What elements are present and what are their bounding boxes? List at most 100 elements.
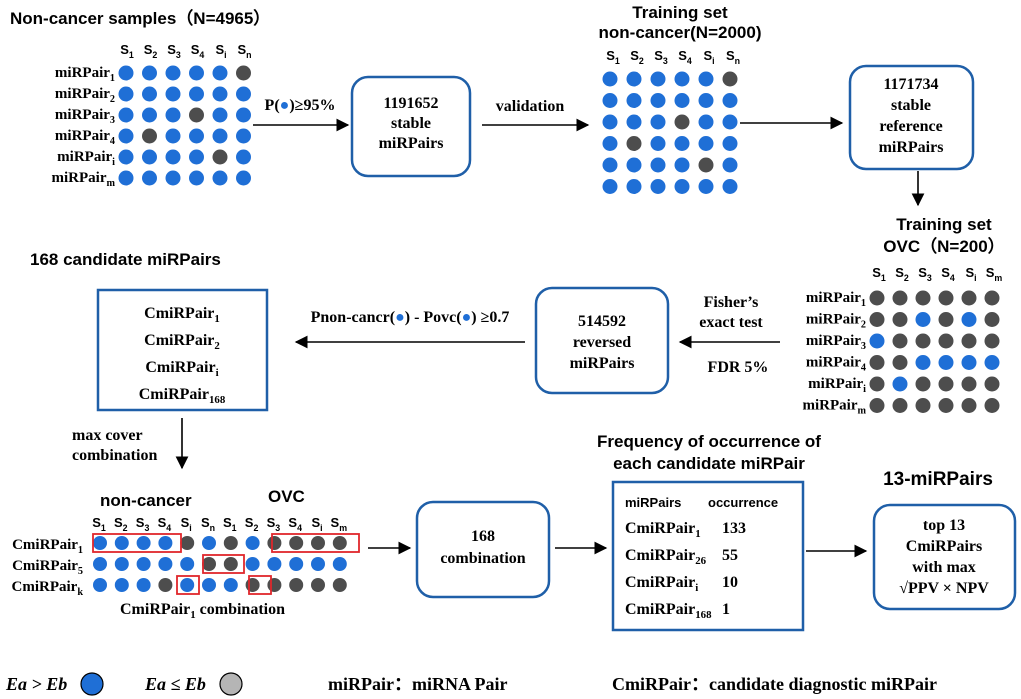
training-nc-dot-r5-c3: [650, 157, 666, 173]
combo-col-7: S1: [223, 515, 237, 533]
noncancer-col-1: S1: [120, 42, 134, 60]
training-ovc-col-5: Si: [965, 265, 976, 283]
training-nc-dot-r6-c2: [626, 179, 642, 194]
combo-dot-r3-c7: [223, 578, 238, 592]
training-nc-col-5: Si: [703, 48, 714, 66]
training-ovc-row-6: miRPairm: [803, 398, 867, 417]
freq-row-2-name: CmiRPair26: [625, 547, 707, 567]
training-nc-dot-r2-c3: [650, 93, 666, 108]
box3-line1: 514592: [578, 313, 626, 330]
noncancer-dot-r5-c1: [118, 149, 134, 165]
training-nc-dot-r3-c3: [650, 114, 666, 130]
frequency-title-line2: each candidate miRPair: [613, 454, 805, 473]
candidate-168: CmiRPair168: [139, 386, 226, 406]
noncancer-col-5: Si: [215, 42, 226, 60]
training-ovc-dot-r3-c5: [961, 333, 977, 349]
noncancer-dot-r2-c3: [165, 86, 181, 102]
noncancer-row-1: miRPair1: [55, 65, 115, 84]
combo-dot-r2-c5: [180, 557, 195, 571]
training-ovc-row-1: miRPair1: [806, 290, 866, 309]
box5-line3: with max: [912, 559, 976, 576]
legend-gray-dot: [219, 672, 243, 696]
training-nc-dot-r6-c4: [674, 179, 690, 194]
training-ovc-dot-r5-c5: [961, 376, 977, 392]
freq-row-1-value: 133: [722, 520, 746, 537]
training-ovc-dot-r3-c4: [938, 333, 954, 349]
training-nc-dot-r4-c3: [650, 136, 666, 151]
combo-dot-r1-c3: [136, 536, 151, 550]
training-ovc-dot-r3-c3: [915, 333, 931, 349]
training-nc-dot-r5-c6: [722, 157, 738, 173]
training-ovc-row-2: miRPair2: [806, 312, 866, 331]
noncancer-dot-r1-c5: [212, 65, 228, 81]
freq-row-4-value: 1: [722, 601, 730, 618]
noncancer-dot-r1-c4: [189, 65, 204, 81]
training-nc-dot-r4-c1: [602, 136, 618, 151]
training-ovc-dot-r4-c1: [869, 355, 885, 370]
combo-dot-r1-c11: [311, 536, 325, 550]
training-ovc-row-5: miRPairi: [808, 376, 866, 395]
training-ovc-col-6: Sm: [986, 265, 1003, 283]
freq-row-3-value: 10: [722, 574, 738, 591]
training-nc-dot-r4-c6: [722, 136, 738, 151]
final-title: 13-miRPairs: [883, 469, 993, 490]
training-ovc-dot-r4-c5: [961, 355, 977, 370]
candidates-title: 168 candidate miRPairs: [30, 250, 221, 269]
combo-dot-r2-c10: [289, 557, 304, 571]
training-ovc-dot-r5-c3: [915, 376, 931, 392]
noncancer-row-labels: miRPair1miRPair2miRPair3miRPair4miRPairi…: [52, 65, 116, 189]
training-ovc-dot-r1-c4: [938, 290, 954, 306]
training-nc-dot-r2-c2: [626, 93, 642, 108]
noncancer-dot-r3-c3: [165, 107, 181, 123]
training-nc-dot-r2-c6: [722, 93, 738, 108]
noncancer-dot-r1-c6: [236, 65, 251, 81]
combo-col-8: S2: [245, 515, 259, 533]
training-ovc-col-2: S2: [895, 265, 909, 283]
training-nc-dot-r3-c1: [602, 114, 618, 130]
combo-dot-r3-c6: [202, 578, 216, 592]
combo-dot-r2-c7: [223, 557, 238, 571]
training-nc-dot-r2-c5: [698, 93, 714, 108]
fisher-label-line2: exact test: [699, 314, 763, 331]
highlight-row3-ovc: [248, 575, 272, 595]
training-nc-dot-grid: [602, 71, 738, 194]
training-ovc-dot-r6-c3: [915, 398, 931, 413]
fdr-label: FDR 5%: [708, 359, 769, 376]
noncancer-dot-r2-c5: [212, 86, 228, 102]
training-nc-dot-r1-c4: [674, 71, 690, 87]
noncancer-dot-grid: [118, 65, 251, 186]
training-nc-dot-r3-c6: [722, 114, 738, 130]
candidates-box: [96, 288, 269, 412]
training-nc-dot-r1-c6: [722, 71, 738, 87]
noncancer-dot-r2-c4: [189, 86, 204, 102]
freq-header-occurrence: occurrence: [708, 495, 778, 510]
freq-header-name: miRPairs: [625, 495, 681, 510]
combo-dot-r2-c4: [158, 557, 173, 571]
maxcover-label-line2: combination: [72, 447, 157, 464]
frequency-table-box: [611, 480, 805, 632]
training-ovc-dot-r6-c4: [938, 398, 954, 413]
noncancer-dot-r6-c1: [118, 170, 134, 186]
training-ovc-dot-r2-c4: [938, 312, 954, 327]
training-nc-title-line1: Training set: [632, 3, 728, 22]
noncancer-dot-r3-c1: [118, 107, 134, 123]
combo-dot-r3-c1: [93, 578, 107, 592]
combo-dot-r3-c5: [180, 578, 195, 592]
training-nc-col-2: S2: [630, 48, 644, 66]
combo-row-3: CmiRPairk: [12, 579, 84, 598]
stable-mirpairs-box: [350, 75, 472, 178]
training-ovc-dot-r2-c2: [892, 312, 908, 327]
combo-dot-r2-c2: [114, 557, 129, 571]
box5-line1: top 13: [923, 517, 965, 534]
noncancer-dot-r2-c1: [118, 86, 134, 102]
combo-caption: CmiRPair1 combination: [120, 601, 285, 621]
combo-dot-r2-c6: [202, 557, 216, 571]
training-ovc-dot-r5-c4: [938, 376, 954, 392]
training-ovc-dot-r2-c5: [961, 312, 977, 327]
training-nc-col-1: S1: [606, 48, 620, 66]
training-ovc-dot-r5-c2: [892, 376, 908, 392]
training-nc-col-3: S3: [654, 48, 668, 66]
training-ovc-col-1: S1: [872, 265, 886, 283]
